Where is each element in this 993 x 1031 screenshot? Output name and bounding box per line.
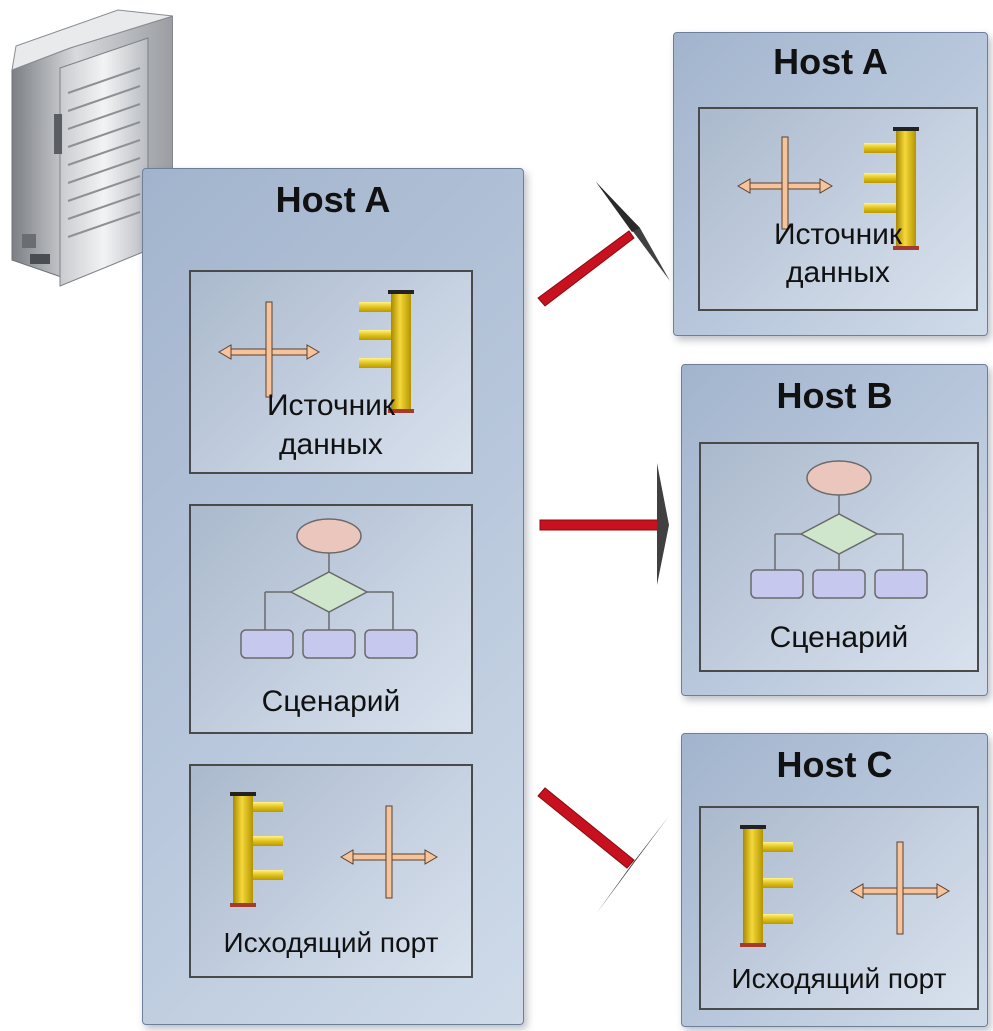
cross-arrows-icon <box>340 805 438 899</box>
data-bus-icon <box>230 792 283 907</box>
host-title: Host A <box>773 41 888 82</box>
data-bus-icon <box>359 290 414 413</box>
cross-arrows-icon <box>737 136 833 230</box>
data-source-component: Источник данных <box>698 107 978 311</box>
arrow-to-host-b <box>539 463 669 585</box>
cross-arrows-icon <box>218 301 320 398</box>
data-bus-icon <box>864 127 919 250</box>
data-bus-icon <box>740 825 793 947</box>
component-label: Сценарий <box>261 685 401 718</box>
host-c: Host C Исходящий порт <box>681 733 988 1027</box>
outgoing-port-component: Исходящий порт <box>189 764 473 978</box>
server-tower-icon <box>8 8 174 308</box>
host-main: Host A Источник данных <box>142 168 524 1025</box>
component-label: Источник <box>266 389 396 422</box>
host-b: Host B Сценарий <box>681 364 988 696</box>
scenario-component: Сценарий <box>189 504 473 734</box>
flowchart-icon <box>240 518 418 659</box>
data-source-component: Источник данных <box>189 270 473 474</box>
host-title: Host A <box>275 179 391 220</box>
cross-arrows-icon <box>850 841 950 935</box>
component-label: Исходящий порт <box>731 963 947 994</box>
host-title: Host C <box>776 744 893 785</box>
arrow-to-host-c <box>537 787 669 914</box>
scenario-component: Сценарий <box>699 442 979 672</box>
arrow-to-host-a <box>537 182 670 307</box>
component-label: Исходящий порт <box>223 927 439 958</box>
flowchart-icon <box>750 460 928 599</box>
component-label: данных <box>786 256 890 289</box>
outgoing-port-component: Исходящий порт <box>699 806 979 1010</box>
component-label: Сценарий <box>769 621 909 654</box>
host-a: Host A Источник данных <box>673 32 988 336</box>
host-title: Host B <box>776 375 893 416</box>
component-label: данных <box>279 428 383 461</box>
component-label: Источник <box>773 218 903 251</box>
